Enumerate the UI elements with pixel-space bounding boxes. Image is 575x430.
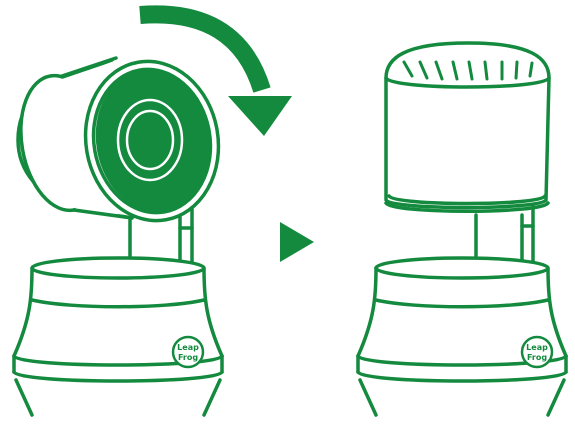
logo-badge-right: Leap Frog xyxy=(520,335,554,369)
camera-right xyxy=(356,41,568,417)
camera-left-base xyxy=(12,256,224,417)
camera-left xyxy=(12,56,224,417)
logo-line2: Frog xyxy=(178,353,198,362)
camera-right-privacy-shade xyxy=(384,41,551,213)
camera-right-grille xyxy=(402,60,534,81)
camera-left-lens-ring-inner xyxy=(125,109,175,171)
curved-arrow-icon xyxy=(139,5,292,136)
camera-left-lens-ring-outer xyxy=(116,98,184,182)
camera-right-base xyxy=(356,256,568,417)
play-triangle-icon xyxy=(280,222,314,262)
logo-line1: Leap xyxy=(177,343,199,352)
camera-right-neck xyxy=(474,203,535,264)
logo-line2: Frog xyxy=(527,353,547,362)
camera-left-neck xyxy=(128,203,194,264)
camera-left-lens-face xyxy=(95,69,211,213)
logo-line1: Leap xyxy=(526,343,548,352)
logo-badge-left: Leap Frog xyxy=(171,335,205,369)
